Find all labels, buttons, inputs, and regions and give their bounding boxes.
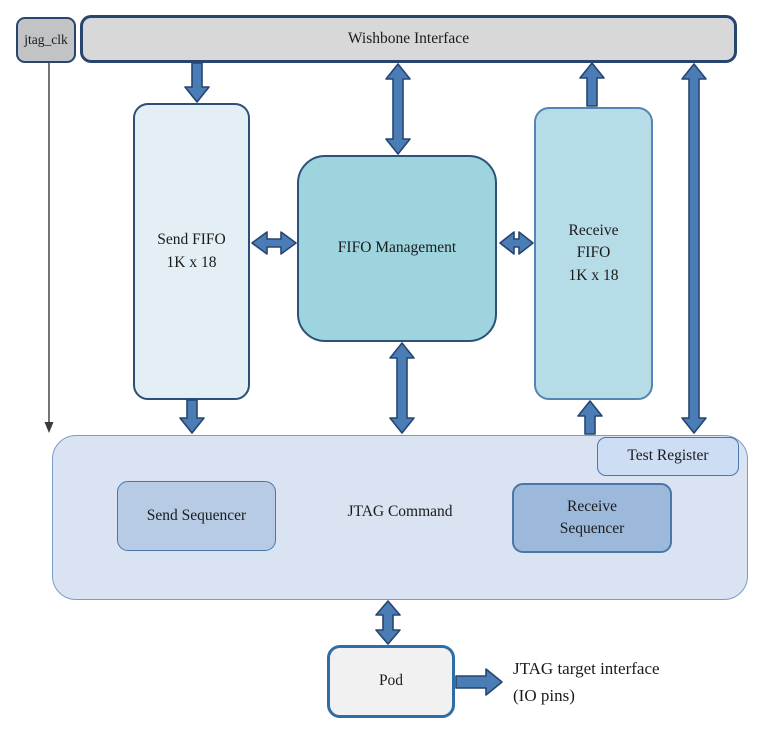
arrow-wishbone-to-sendfifo [184,62,210,103]
receive-sequencer-label-line1: Receive [567,497,617,515]
arrow-sendfifo-to-jtagcommand [179,399,205,434]
jtag-command-label: JTAG Command [347,503,453,520]
send-fifo-label-line1: Send FIFO [157,231,226,249]
fifo-management-box: FIFO Management [297,155,497,342]
arrow-wishbone-fifomgmt-bidir [385,63,411,155]
arrow-receivefifo-to-wishbone [579,62,605,107]
arrow-pod-to-target [455,668,503,696]
annotation-line2: (IO pins) [513,686,575,705]
jtag-clk-box: jtag_clk [16,17,76,63]
arrow-jtagcommand-to-receivefifo [577,400,603,435]
test-register-label: Test Register [627,447,709,465]
send-sequencer-label: Send Sequencer [146,506,247,524]
send-fifo-box: Send FIFO 1K x 18 [133,103,250,400]
arrow-sendfifo-fifomgmt-bidir [251,231,297,255]
receive-fifo-label-line2: FIFO [576,244,611,262]
send-sequencer-box: Send Sequencer [117,481,276,551]
test-register-box: Test Register [597,437,739,476]
receive-fifo-label-line3: 1K x 18 [568,266,619,284]
receive-fifo-box: Receive FIFO 1K x 18 [534,107,653,400]
receive-fifo-label-line1: Receive [568,221,619,239]
jtag-target-interface-annotation: JTAG target interface (IO pins) [513,655,660,709]
pod-box: Pod [327,645,455,718]
jtag-clk-label: jtag_clk [24,32,68,48]
jtag-clk-signal-arrowhead-icon [44,422,54,433]
fifo-management-label: FIFO Management [337,239,457,257]
annotation-line1: JTAG target interface [513,659,660,678]
arrow-jtagcommand-pod-bidir [375,600,401,645]
arrow-wishbone-jtagcommand-bidir [681,63,707,434]
arrow-fifomgmt-jtagcommand-bidir [389,342,415,434]
pod-label: Pod [378,672,404,690]
arrow-fifomgmt-receivefifo-bidir [499,231,534,255]
wishbone-interface-label: Wishbone Interface [347,29,470,47]
receive-sequencer-label-line2: Sequencer [559,520,625,537]
send-fifo-label-line2: 1K x 18 [166,253,217,271]
receive-sequencer-box: Receive Sequencer [512,483,672,553]
wishbone-interface-box: Wishbone Interface [80,15,737,63]
